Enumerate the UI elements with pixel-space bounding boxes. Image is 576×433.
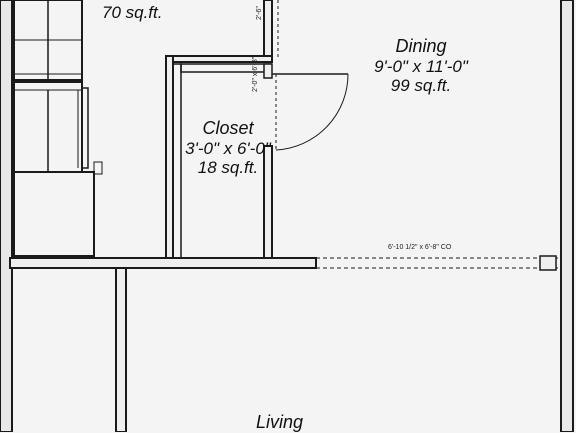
kitchen-cabinets: [13, 0, 103, 257]
exterior-wall-right: [560, 0, 574, 432]
closet-name: Closet: [202, 118, 254, 138]
dining-area: 99 sq.ft.: [390, 76, 452, 96]
dining-dimensions: 9'-0" x 11'-0": [374, 56, 468, 76]
interior-wall-vertical: [115, 267, 127, 432]
closet-door-swing: [272, 73, 349, 151]
opening-note: 6'-10 1/2" x 6'-8" CO: [388, 244, 452, 251]
closet-dimensions: 3'-0" x 6'-0": [185, 138, 271, 158]
closet-door-note: 2'-0" x 6'-8": [252, 56, 259, 92]
closet-label: Closet 3'-0" x 6'-0" 18 sq.ft.: [168, 118, 288, 178]
dining-name: Dining: [395, 36, 447, 56]
kitchen-label: 70 sq.ft.: [102, 3, 162, 23]
top-door-note: 2'-6": [256, 6, 263, 20]
kitchen-area: 70 sq.ft.: [102, 3, 163, 22]
closet-area: 18 sq.ft.: [197, 158, 259, 178]
dining-label: Dining 9'-0" x 11'-0" 99 sq.ft.: [356, 36, 486, 96]
interior-wall-horizontal: [9, 255, 560, 271]
exterior-wall-left: [0, 0, 13, 432]
living-name: Living: [256, 412, 304, 432]
living-label: Living: [256, 412, 303, 433]
dining-entry-wall: [263, 0, 279, 60]
